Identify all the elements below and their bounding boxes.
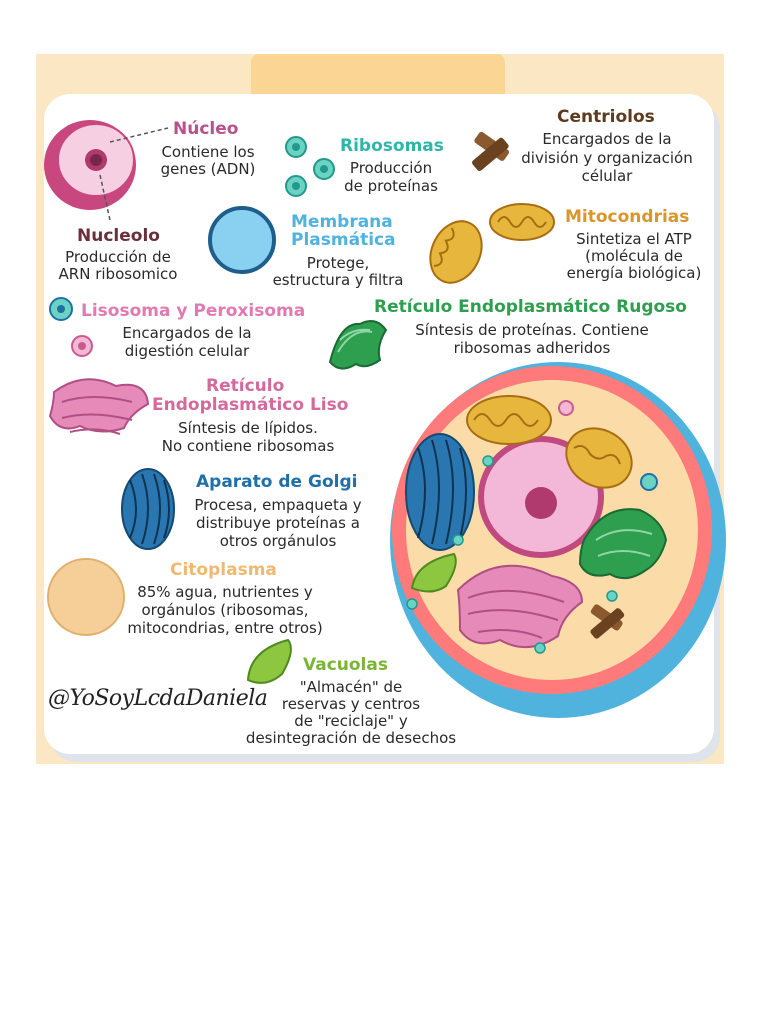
rer-icon bbox=[328, 320, 388, 370]
lisosoma-desc-2: digestión celular bbox=[124, 342, 250, 360]
vacuolas-desc-1: "Almacén" de bbox=[299, 678, 403, 696]
golgi-icon bbox=[121, 468, 175, 550]
centriolos-desc-1: Encargados de la bbox=[542, 130, 672, 148]
vacuolas-desc-2: reservas y centros bbox=[281, 695, 421, 713]
ribosomas-desc-1: Producción bbox=[349, 159, 433, 177]
nucleolo-pointer bbox=[99, 174, 111, 221]
nucleo-pointer bbox=[109, 127, 169, 143]
nucleolo-desc-2: ARN ribosomico bbox=[58, 265, 178, 283]
centriolos-desc-3: célular bbox=[581, 167, 633, 185]
citoplasma-desc-2: orgánulos (ribosomas, bbox=[141, 601, 309, 619]
author-signature: @YoSoyLcdaDaniela bbox=[48, 686, 268, 711]
ribosomas-title: Ribosomas bbox=[340, 136, 444, 156]
nucleolo-desc-1: Producción de bbox=[65, 248, 171, 266]
mitocondrias-desc-2: (molécula de bbox=[585, 247, 683, 265]
golgi-desc-2: distribuye proteínas a bbox=[196, 514, 360, 532]
rel-desc-1: Síntesis de lípidos. bbox=[178, 419, 318, 437]
lisosoma-desc-1: Encargados de la bbox=[122, 324, 252, 342]
ribosomas-desc-2: de proteínas bbox=[344, 177, 438, 195]
citoplasma-icon bbox=[47, 558, 125, 636]
rer-desc-1: Síntesis de proteínas. Contiene bbox=[415, 321, 649, 339]
vacuolas-desc-4: desintegración de desechos bbox=[245, 729, 457, 747]
rel-icon bbox=[48, 378, 150, 435]
membrana-title-1: Membrana bbox=[291, 212, 393, 232]
citoplasma-desc-3: mitocondrias, entre otros) bbox=[127, 619, 323, 637]
membrana-title-2: Plasmática bbox=[291, 230, 396, 250]
centriolos-title: Centriolos bbox=[557, 107, 655, 127]
citoplasma-title: Citoplasma bbox=[170, 560, 277, 580]
rer-title: Retículo Endoplasmático Rugoso bbox=[374, 297, 687, 317]
centriolos-desc-2: división y organización bbox=[521, 149, 693, 167]
lisosoma-icon bbox=[49, 297, 93, 357]
vacuolas-title: Vacuolas bbox=[303, 655, 388, 675]
membrana-desc-1: Protege, bbox=[306, 254, 370, 272]
cell bbox=[390, 362, 726, 718]
nucleo-title: Núcleo bbox=[173, 119, 239, 139]
lisosoma-title: Lisosoma y Peroxisoma bbox=[81, 301, 306, 321]
nucleo-desc: Contiene los genes (ADN) bbox=[160, 143, 256, 178]
golgi-desc-1: Procesa, empaqueta y bbox=[194, 496, 362, 514]
ribosomas-icon bbox=[285, 136, 335, 197]
rel-title-1: Retículo bbox=[206, 376, 285, 396]
rel-desc-2: No contiene ribosomas bbox=[161, 437, 335, 455]
membrana-icon bbox=[208, 206, 276, 274]
golgi-desc-3: otros orgánulos bbox=[219, 532, 337, 550]
rel-title-2: Endoplasmático Liso bbox=[152, 395, 349, 415]
mitocondrias-title: Mitocondrias bbox=[565, 207, 690, 227]
golgi-title: Aparato de Golgi bbox=[196, 472, 358, 492]
mitocondrias-icon bbox=[429, 203, 555, 284]
rer-desc-2: ribosomas adheridos bbox=[453, 339, 611, 357]
membrana-desc-2: estructura y filtra bbox=[272, 271, 404, 289]
vacuolas-desc-3: de "reciclaje" y bbox=[294, 712, 408, 730]
mitocondrias-desc-3: energía biológica) bbox=[566, 264, 702, 282]
nucleolo-title: Nucleolo bbox=[77, 226, 160, 246]
citoplasma-desc-1: 85% agua, nutrientes y bbox=[137, 583, 313, 601]
nucleo-icon bbox=[44, 120, 136, 210]
centriolos-icon bbox=[472, 131, 510, 171]
vacuolas-icon bbox=[246, 638, 292, 684]
mitocondrias-desc-1: Sintetiza el ATP bbox=[576, 230, 692, 248]
